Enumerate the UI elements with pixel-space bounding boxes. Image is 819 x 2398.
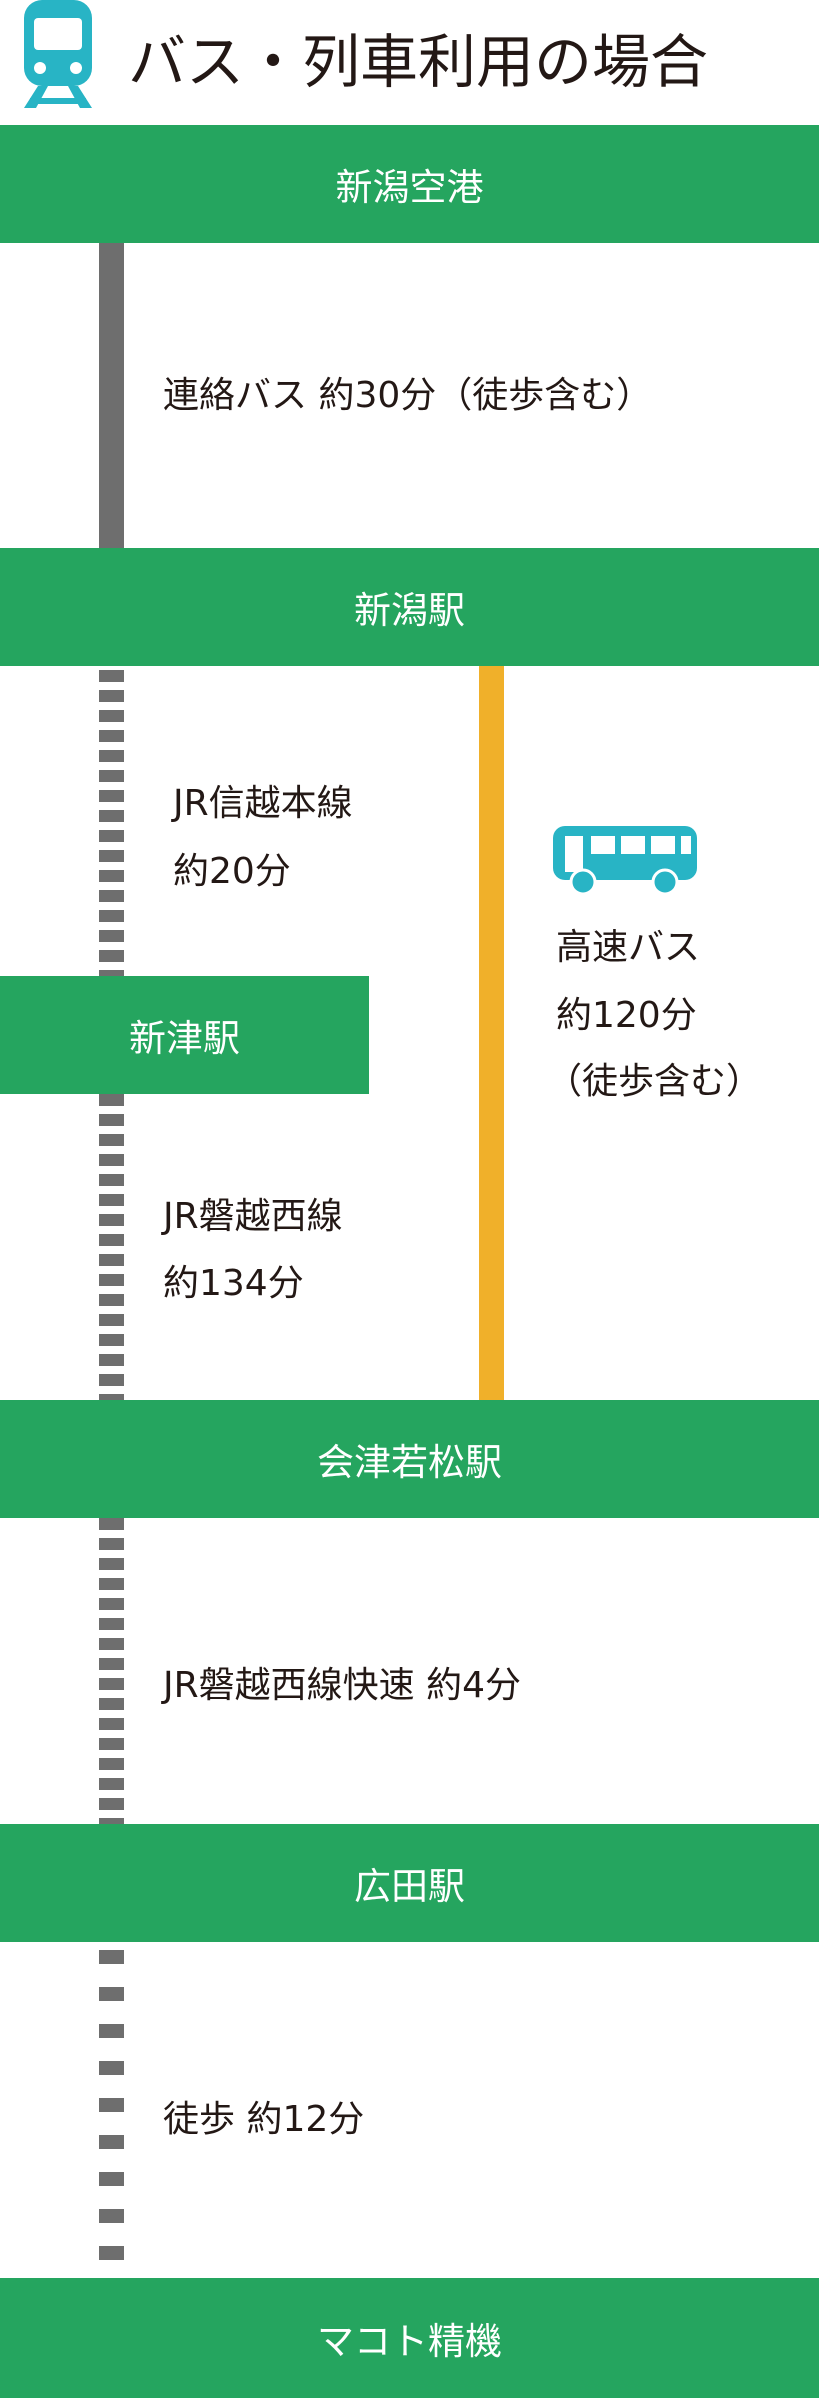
highway-bus-route-line [479, 666, 504, 1400]
train-icon [18, 0, 98, 108]
station-niigata-airport: 新潟空港 [0, 125, 819, 243]
segment-line-banetsu: JR磐越西線 [163, 1196, 343, 1237]
destination-makoto-seiki: マコト精機 [0, 2278, 819, 2398]
station-hirota: 広田駅 [0, 1824, 819, 1942]
segment-time-banetsu: 約134分 [163, 1263, 304, 1304]
station-niigata: 新潟駅 [0, 548, 819, 666]
rail-track-banetsu [99, 1094, 124, 1400]
station-niitsu: 新津駅 [0, 976, 369, 1094]
bus-route-time: 約120分 [556, 995, 697, 1036]
rail-track-banetsu-rapid [99, 1518, 124, 1824]
bus-route-name: 高速バス [556, 927, 701, 968]
segment-airport-niigata: 連絡バス 約30分（徒歩含む） [163, 375, 653, 416]
bus-route-note: （徒歩含む） [546, 1061, 763, 1102]
segment-aizu-hirota: JR磐越西線快速 約4分 [163, 1665, 521, 1706]
bus-icon [553, 826, 697, 896]
station-aizu-wakamatsu: 会津若松駅 [0, 1400, 819, 1518]
walking-path [99, 1950, 124, 2270]
page-title: バス・列車利用の場合 [128, 28, 709, 96]
bus-connection-line [99, 243, 124, 548]
rail-track-shinetsu [99, 670, 124, 976]
segment-time-shinetsu: 約20分 [173, 851, 291, 892]
segment-walk: 徒歩 約12分 [163, 2099, 365, 2140]
segment-line-shinetsu: JR信越本線 [173, 783, 353, 824]
